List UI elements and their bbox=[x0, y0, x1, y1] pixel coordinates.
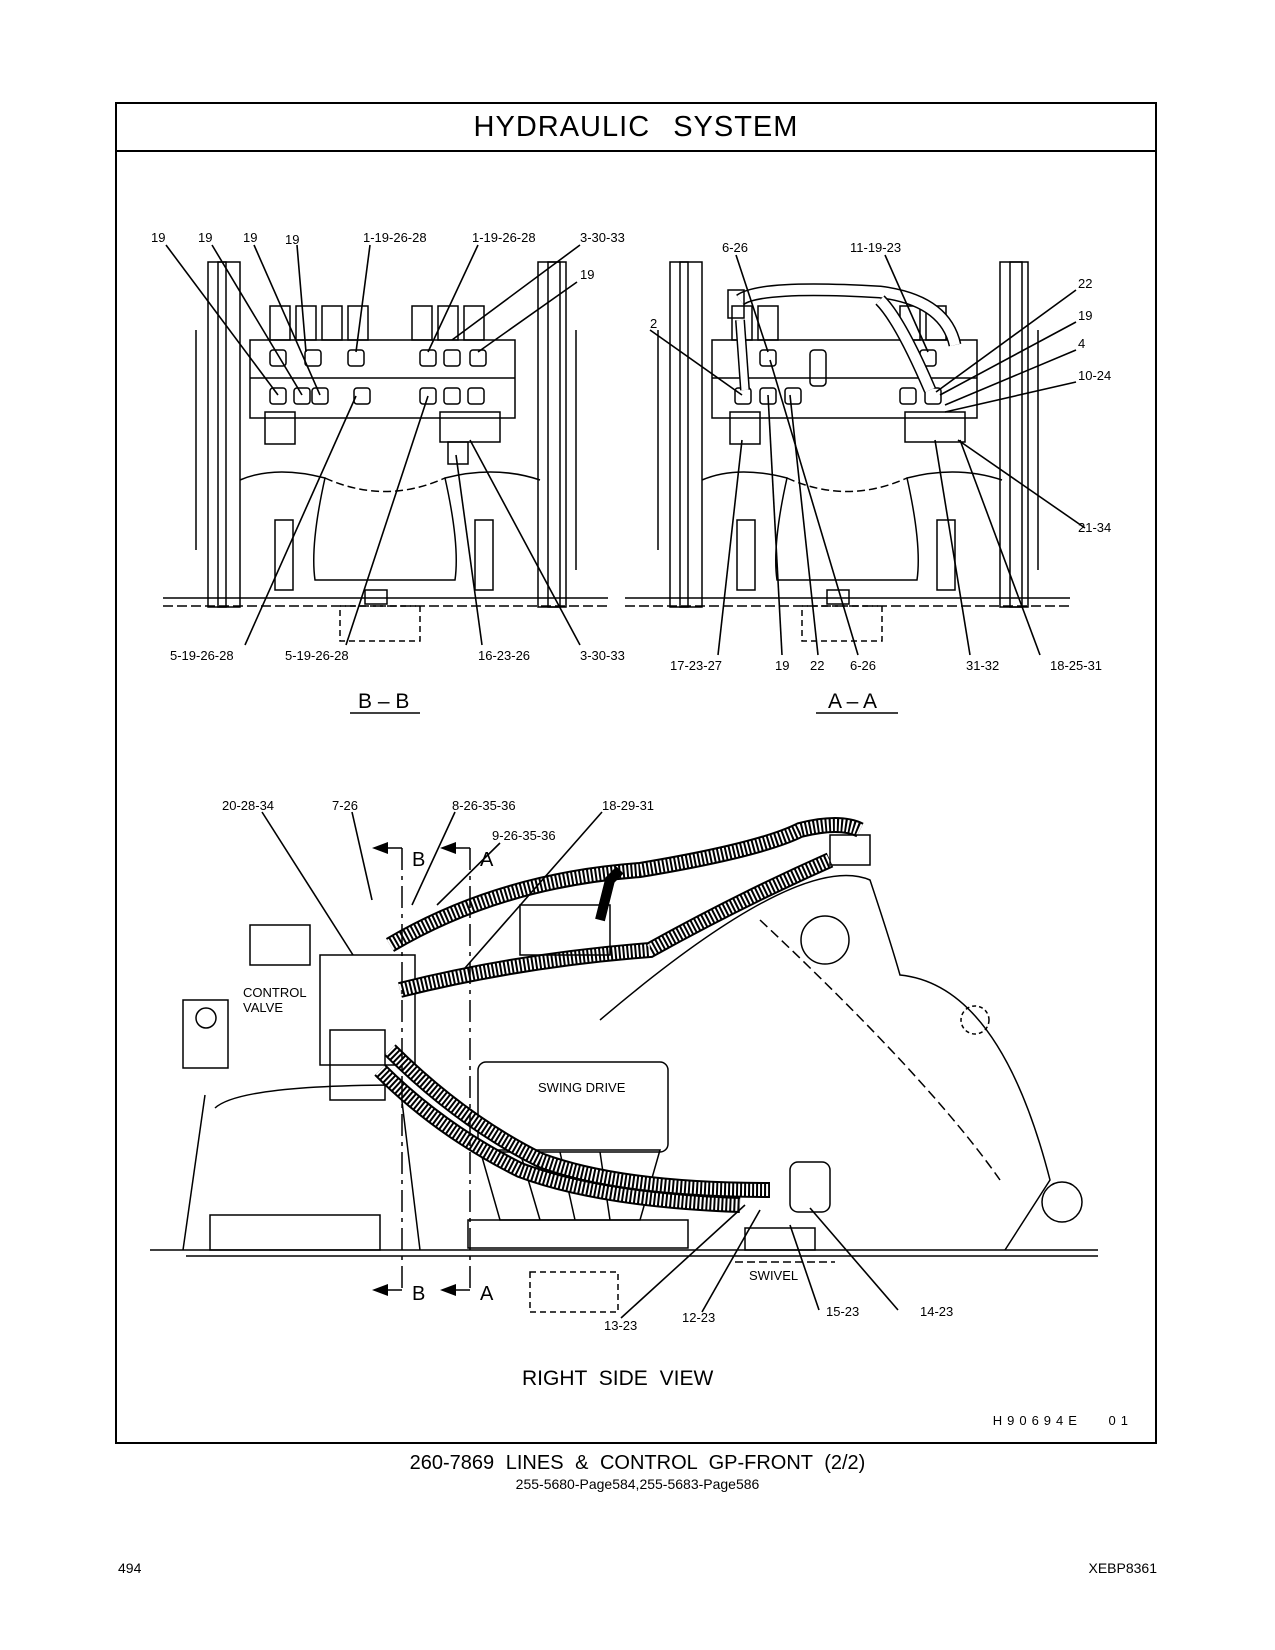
callout: 19 bbox=[1078, 308, 1092, 323]
callout: 4 bbox=[1078, 336, 1085, 351]
callout: 3-30-33 bbox=[580, 648, 625, 663]
title-bar: HYDRAULIC SYSTEM bbox=[117, 104, 1155, 152]
callout: 9-26-35-36 bbox=[492, 828, 556, 843]
callout: 31-32 bbox=[966, 658, 999, 673]
callout: 2 bbox=[650, 316, 657, 331]
callout: 3-30-33 bbox=[580, 230, 625, 245]
section-mark-b: B bbox=[412, 849, 425, 871]
view-aa-drawing bbox=[625, 261, 1070, 642]
control-valve-label: CONTROL bbox=[243, 985, 307, 1000]
callout: 10-24 bbox=[1078, 368, 1111, 383]
callout: 22 bbox=[1078, 276, 1092, 291]
view-title-aa: A – A bbox=[828, 690, 877, 713]
group-title: 260-7869 LINES & CONTROL GP-FRONT (2/2) bbox=[409, 1452, 866, 1474]
callout: 8-26-35-36 bbox=[452, 798, 516, 813]
callout: 19 bbox=[198, 230, 212, 245]
callout: 18-29-31 bbox=[602, 798, 654, 813]
callout: 16-23-26 bbox=[478, 648, 530, 663]
drawing-frame: HYDRAULIC SYSTEM H90694E 01 bbox=[115, 102, 1157, 1444]
callout: 5-19-26-28 bbox=[170, 648, 234, 663]
right-side-drawing bbox=[150, 817, 1098, 1313]
group-references: 255-5680-Page584,255-5683-Page586 bbox=[515, 1476, 760, 1492]
callout: 20-28-34 bbox=[222, 798, 274, 813]
callout: 22 bbox=[810, 658, 824, 673]
callout: 11-19-23 bbox=[850, 240, 901, 255]
callout: 13-23 bbox=[604, 1318, 637, 1333]
page-title: HYDRAULIC SYSTEM bbox=[473, 110, 799, 143]
swing-drive-label: SWING DRIVE bbox=[538, 1080, 626, 1095]
callout: 19 bbox=[775, 658, 789, 673]
callout: 6-26 bbox=[722, 240, 748, 255]
callout: 19 bbox=[243, 230, 257, 245]
callout: 5-19-26-28 bbox=[285, 648, 349, 663]
drawing-reference: H90694E 01 bbox=[992, 1413, 1133, 1428]
callout: 7-26 bbox=[332, 798, 358, 813]
page-number: 494 bbox=[118, 1560, 142, 1576]
control-valve-label: VALVE bbox=[243, 1000, 283, 1015]
callout: 21-34 bbox=[1078, 520, 1111, 535]
view-title-bb: B – B bbox=[358, 690, 409, 713]
section-mark-a: A bbox=[480, 1283, 494, 1305]
callout: 19 bbox=[285, 232, 299, 247]
callout: 15-23 bbox=[826, 1304, 859, 1319]
swivel-label: SWIVEL bbox=[749, 1268, 798, 1283]
callout: 19 bbox=[151, 230, 165, 245]
callout: 1-19-26-28 bbox=[472, 230, 536, 245]
callout: 18-25-31 bbox=[1050, 658, 1102, 673]
callout: 1-19-26-28 bbox=[363, 230, 427, 245]
view-bb-drawing bbox=[163, 261, 608, 642]
callout: 12-23 bbox=[682, 1310, 715, 1325]
callout: 6-26 bbox=[850, 658, 876, 673]
callout: 14-23 bbox=[920, 1304, 953, 1319]
section-mark-b: B bbox=[412, 1283, 425, 1305]
callout: 19 bbox=[580, 267, 594, 282]
publication-number: XEBP8361 bbox=[1088, 1560, 1158, 1576]
view-title-right-side: RIGHT SIDE VIEW bbox=[522, 1367, 713, 1390]
section-mark-a: A bbox=[480, 849, 494, 871]
callout: 17-23-27 bbox=[670, 658, 722, 673]
